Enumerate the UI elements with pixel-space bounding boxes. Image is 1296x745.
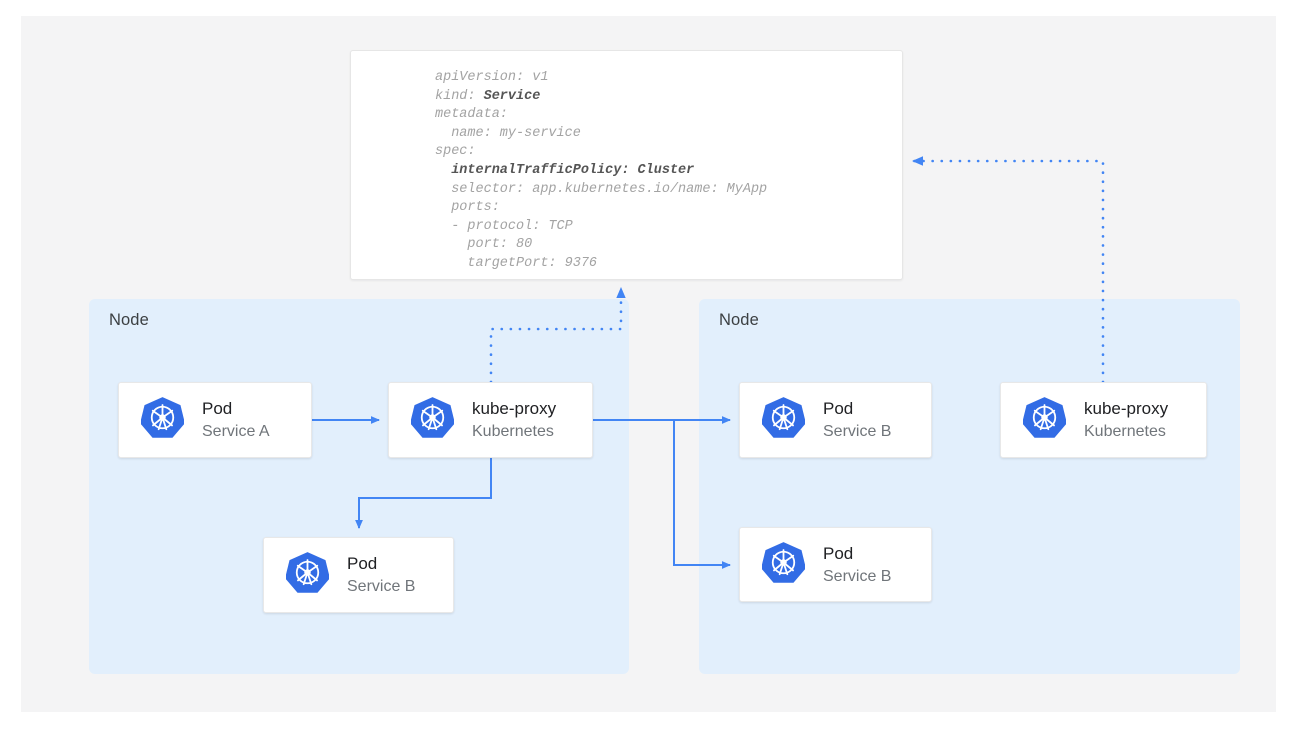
card-subtitle: Kubernetes — [1084, 423, 1166, 440]
card-subtitle: Service B — [347, 578, 416, 595]
kubernetes-logo-icon — [761, 541, 806, 589]
card-subtitle: Kubernetes — [472, 423, 554, 440]
card-subtitle: Service B — [823, 567, 892, 585]
pod-card-service-b-local[interactable]: Pod Service B — [263, 537, 454, 613]
kubernetes-logo-icon — [410, 396, 455, 444]
node-label-left: Node — [109, 311, 149, 329]
kubernetes-logo-icon — [761, 396, 806, 444]
node-container-right: Node — [699, 299, 1240, 674]
card-title: Pod — [823, 543, 854, 563]
pod-card-text: Pod Service B — [823, 542, 891, 588]
kube-proxy-card-left[interactable]: kube-proxy Kubernetes — [388, 382, 593, 458]
pod-card-service-b-remote-bottom[interactable]: Pod Service B — [739, 527, 932, 602]
pod-card-service-b-remote-top[interactable]: Pod Service B — [739, 382, 932, 458]
diagram-canvas: apiVersion: v1 kind: Service metadata: n… — [21, 16, 1276, 712]
service-manifest-card: apiVersion: v1 kind: Service metadata: n… — [350, 50, 903, 280]
kube-proxy-card-right[interactable]: kube-proxy Kubernetes — [1000, 382, 1207, 458]
card-title: Pod — [823, 399, 854, 418]
card-title: kube-proxy — [1084, 399, 1169, 418]
kube-proxy-card-text: kube-proxy Kubernetes — [472, 397, 556, 443]
card-title: kube-proxy — [472, 399, 557, 418]
pod-card-text: Pod Service B — [347, 552, 415, 598]
kubernetes-logo-icon — [140, 396, 185, 444]
kube-proxy-card-text: kube-proxy Kubernetes — [1084, 397, 1168, 443]
pod-card-service-a[interactable]: Pod Service A — [118, 382, 312, 458]
kubernetes-logo-icon — [285, 551, 330, 599]
card-subtitle: Service B — [823, 423, 892, 440]
card-title: Pod — [202, 399, 233, 418]
node-container-left: Node — [89, 299, 629, 674]
pod-card-text: Pod Service A — [202, 397, 270, 443]
pod-card-text: Pod Service B — [823, 397, 891, 443]
kubernetes-logo-icon — [1022, 396, 1067, 444]
node-label-right: Node — [719, 311, 759, 329]
card-title: Pod — [347, 554, 378, 573]
service-manifest-code: apiVersion: v1 kind: Service metadata: n… — [435, 70, 768, 271]
card-subtitle: Service A — [202, 423, 270, 440]
